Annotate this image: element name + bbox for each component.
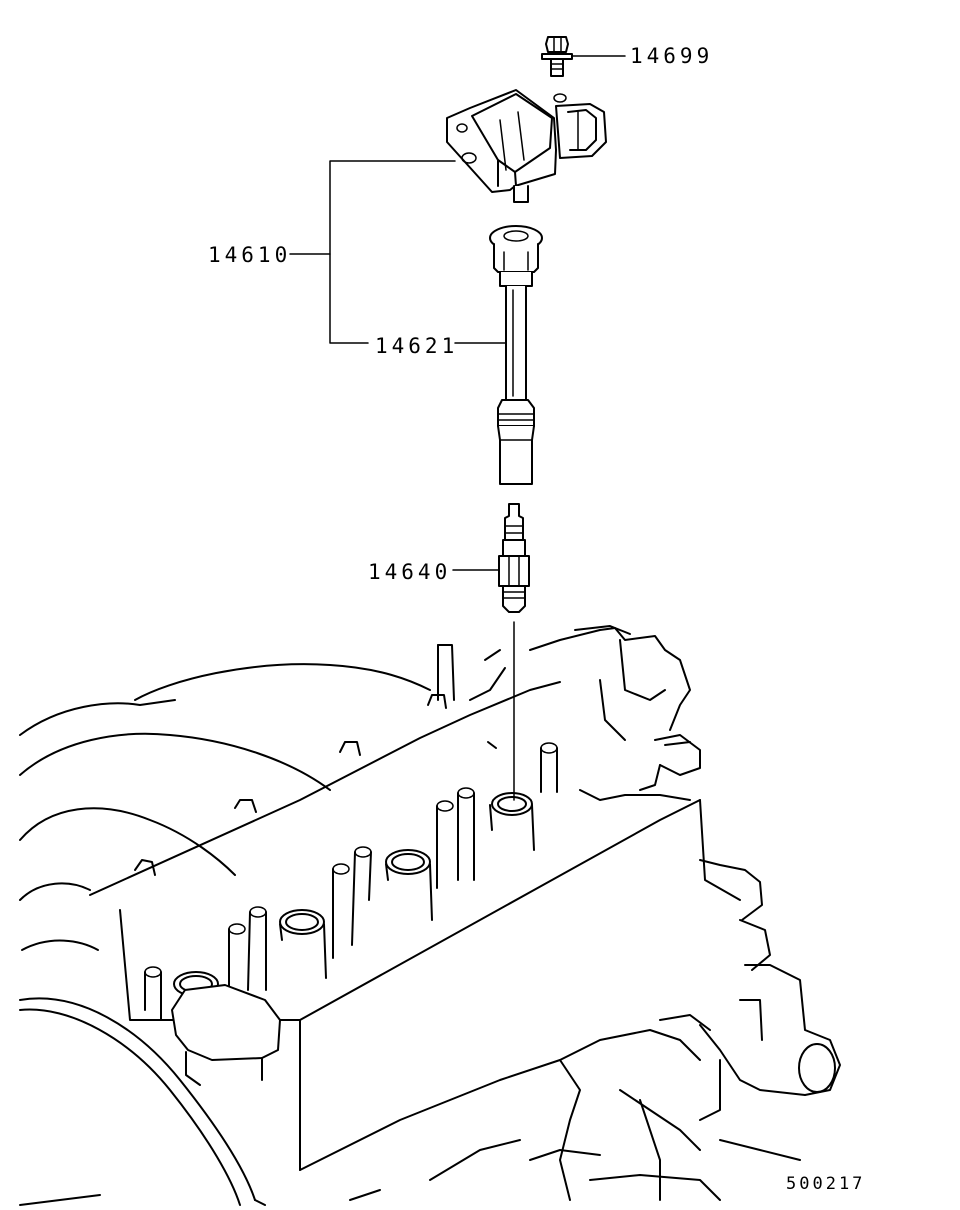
figure-code: 500217 [786,1174,866,1194]
coil-boot-14621 [489,225,543,485]
spark-plug-14640 [498,503,530,613]
cover-posts [144,644,558,1021]
part-label-coil-assembly: 14610 [208,243,292,267]
part-label-spark-plug: 14640 [368,560,452,584]
bracket-14610 [329,160,456,344]
part-label-coil-boot: 14621 [375,334,459,358]
part-label-bolt: 14699 [630,44,714,68]
bolt-14699 [541,36,573,77]
ignition-coil-14610 [446,89,607,203]
leader-lines [289,55,626,801]
engine-cylinder-head [19,625,841,1206]
